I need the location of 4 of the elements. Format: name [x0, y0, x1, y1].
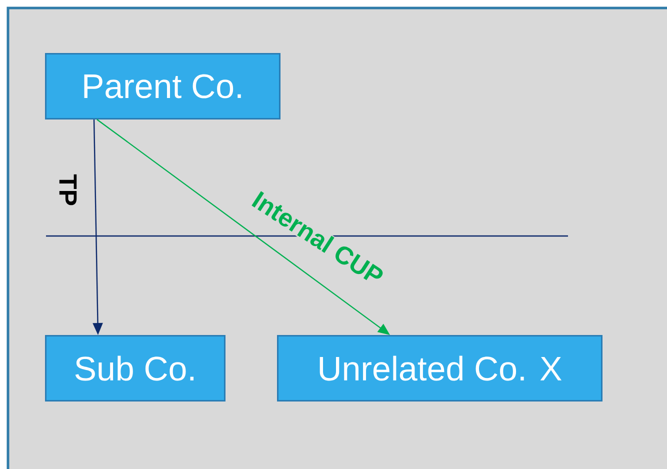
- company-box: Unrelated Co. X: [277, 335, 602, 402]
- company-box: Sub Co.: [45, 335, 226, 402]
- company-box: Parent Co.: [45, 53, 280, 120]
- edge-label: TP: [58, 173, 78, 207]
